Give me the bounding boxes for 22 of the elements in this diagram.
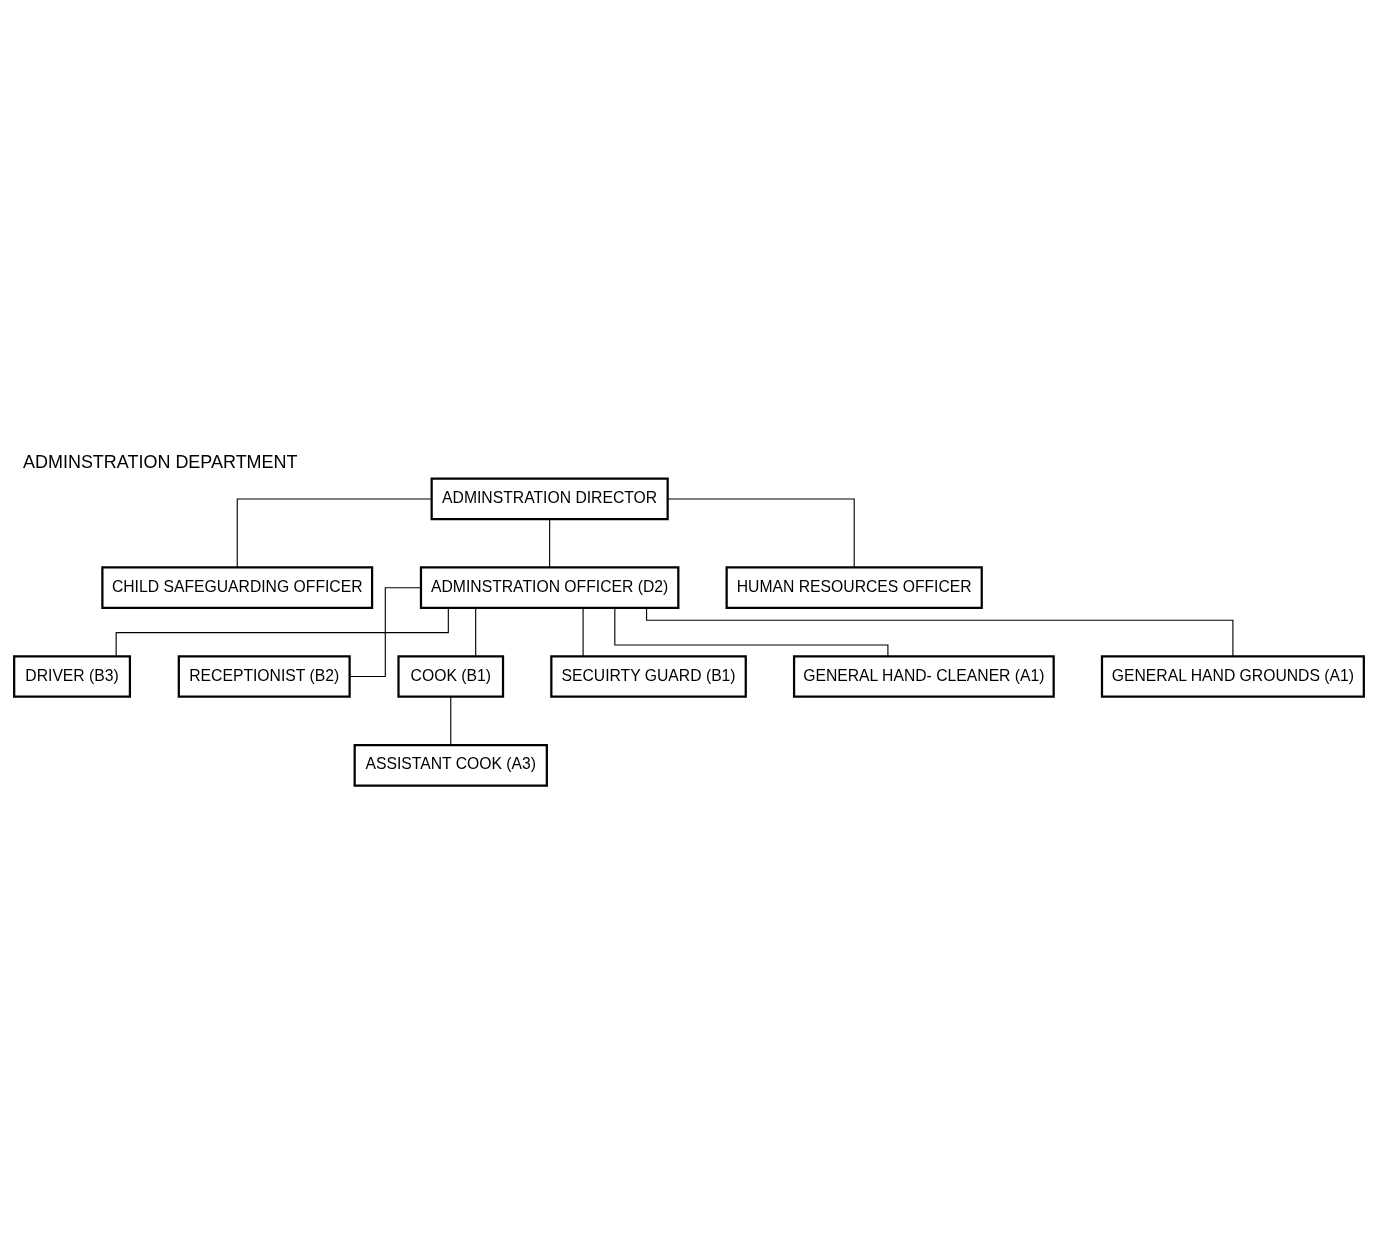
node-box: GENERAL HAND GROUNDS (A1) [1100, 655, 1365, 698]
connector [475, 607, 477, 657]
connector [667, 498, 855, 568]
node-box: RECEPTIONIST (B2) [177, 655, 351, 698]
connector [349, 587, 422, 678]
connector [450, 696, 452, 746]
diagram-title: ADMINSTRATION DEPARTMENT [23, 452, 298, 473]
node-box: COOK (B1) [397, 655, 505, 698]
node-box: ADMINSTRATION OFFICER (D2) [419, 566, 680, 610]
connector [614, 607, 889, 657]
node-box: ADMINSTRATION DIRECTOR [430, 477, 669, 521]
node-box: CHILD SAFEGUARDING OFFICER [101, 566, 374, 610]
connector [236, 498, 433, 568]
connector [115, 607, 449, 657]
node-box: SECUIRTY GUARD (B1) [550, 655, 747, 698]
connector [582, 607, 584, 657]
connector [549, 518, 551, 568]
node-box: HUMAN RESOURCES OFFICER [725, 566, 983, 610]
node-box: ASSISTANT COOK (A3) [353, 743, 548, 787]
node-box: DRIVER (B3) [13, 655, 132, 698]
connector [646, 607, 1234, 657]
node-box: GENERAL HAND- CLEANER (A1) [792, 655, 1055, 698]
